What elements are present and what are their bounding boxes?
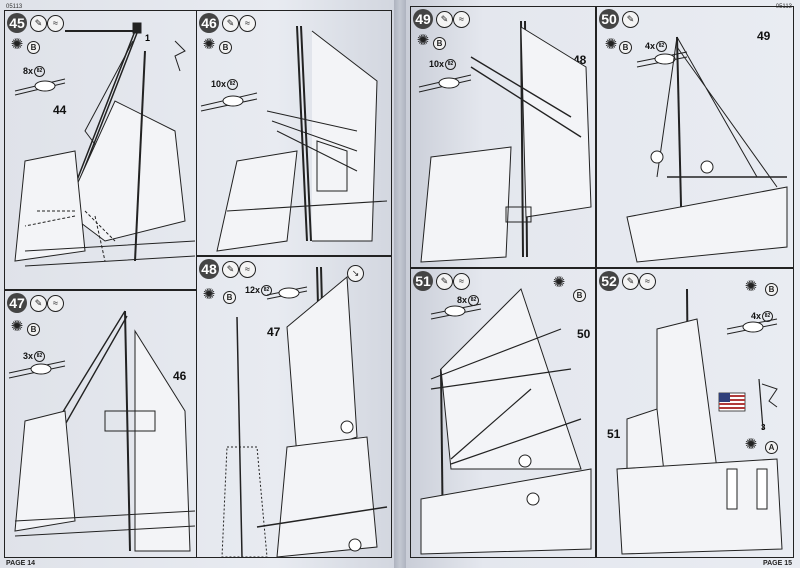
step-number: 51 xyxy=(413,271,433,291)
brush-icon: ✎ xyxy=(30,295,47,312)
step-number: 49 xyxy=(413,9,433,29)
rigging-drawing xyxy=(420,288,592,555)
thread-icon: ≈ xyxy=(239,261,256,278)
callout-number: 1 xyxy=(145,33,151,43)
paint-code-badge: B xyxy=(27,323,40,336)
brush-icon: ✎ xyxy=(436,273,453,290)
glue-icon: ✺ xyxy=(202,286,216,303)
reference-step: 44 xyxy=(53,103,67,117)
tool-icon: ↘ xyxy=(347,265,364,282)
brush-icon: ✎ xyxy=(622,273,639,290)
rigging-drawing xyxy=(626,36,788,263)
glue-icon: ✺ xyxy=(744,436,758,453)
paint-code-badge: B xyxy=(619,41,632,54)
step-number: 48 xyxy=(199,259,219,279)
kit-code: 05113 xyxy=(6,4,23,10)
step-number: 50 xyxy=(599,9,619,29)
glue-icon: ✺ xyxy=(10,36,24,53)
thread-icon: ≈ xyxy=(639,273,656,290)
rigging-drawing xyxy=(418,20,592,263)
kit-code: 05113 xyxy=(775,4,792,10)
paint-code-badge: B xyxy=(573,289,586,302)
rigging-drawing xyxy=(221,266,388,557)
step-number: 45 xyxy=(7,13,27,33)
brush-icon: ✎ xyxy=(222,261,239,278)
glue-icon: ✺ xyxy=(10,318,24,335)
brush-icon: ✎ xyxy=(622,11,639,28)
us-flag-icon xyxy=(718,392,746,412)
brush-icon: ✎ xyxy=(436,11,453,28)
glue-icon: ✺ xyxy=(416,32,430,49)
page-number: PAGE 15 xyxy=(762,560,792,567)
book-gutter xyxy=(394,0,406,568)
paint-code-badge: B xyxy=(27,41,40,54)
glue-icon: ✺ xyxy=(202,36,216,53)
rigging-drawing xyxy=(616,288,783,555)
paint-code-badge: B xyxy=(219,41,232,54)
thread-icon: ≈ xyxy=(239,15,256,32)
thread-icon: ≈ xyxy=(47,295,64,312)
glue-icon: ✺ xyxy=(552,274,566,291)
thread-icon: ≈ xyxy=(453,273,470,290)
paint-code-badge: A xyxy=(765,441,778,454)
page-number: PAGE 14 xyxy=(6,560,36,567)
paint-code-badge: B xyxy=(765,283,778,296)
reference-step: 46 xyxy=(173,369,187,383)
paint-code-badge: B xyxy=(223,291,236,304)
reference-step: 51 xyxy=(607,427,621,441)
rigging-drawing xyxy=(14,22,196,267)
rigging-drawing xyxy=(8,310,196,552)
brush-icon: ✎ xyxy=(222,15,239,32)
glue-icon: ✺ xyxy=(744,278,758,295)
thread-icon: ≈ xyxy=(453,11,470,28)
brush-icon: ✎ xyxy=(30,15,47,32)
reference-step: 47 xyxy=(267,325,281,339)
reference-step: 50 xyxy=(577,327,591,341)
reference-step: 49 xyxy=(757,29,771,43)
rigging-drawing xyxy=(200,25,388,252)
paint-code-badge: B xyxy=(433,37,446,50)
step-number: 52 xyxy=(599,271,619,291)
glue-icon: ✺ xyxy=(604,36,618,53)
step-number: 47 xyxy=(7,293,27,313)
step-number: 46 xyxy=(199,13,219,33)
thread-icon: ≈ xyxy=(47,15,64,32)
